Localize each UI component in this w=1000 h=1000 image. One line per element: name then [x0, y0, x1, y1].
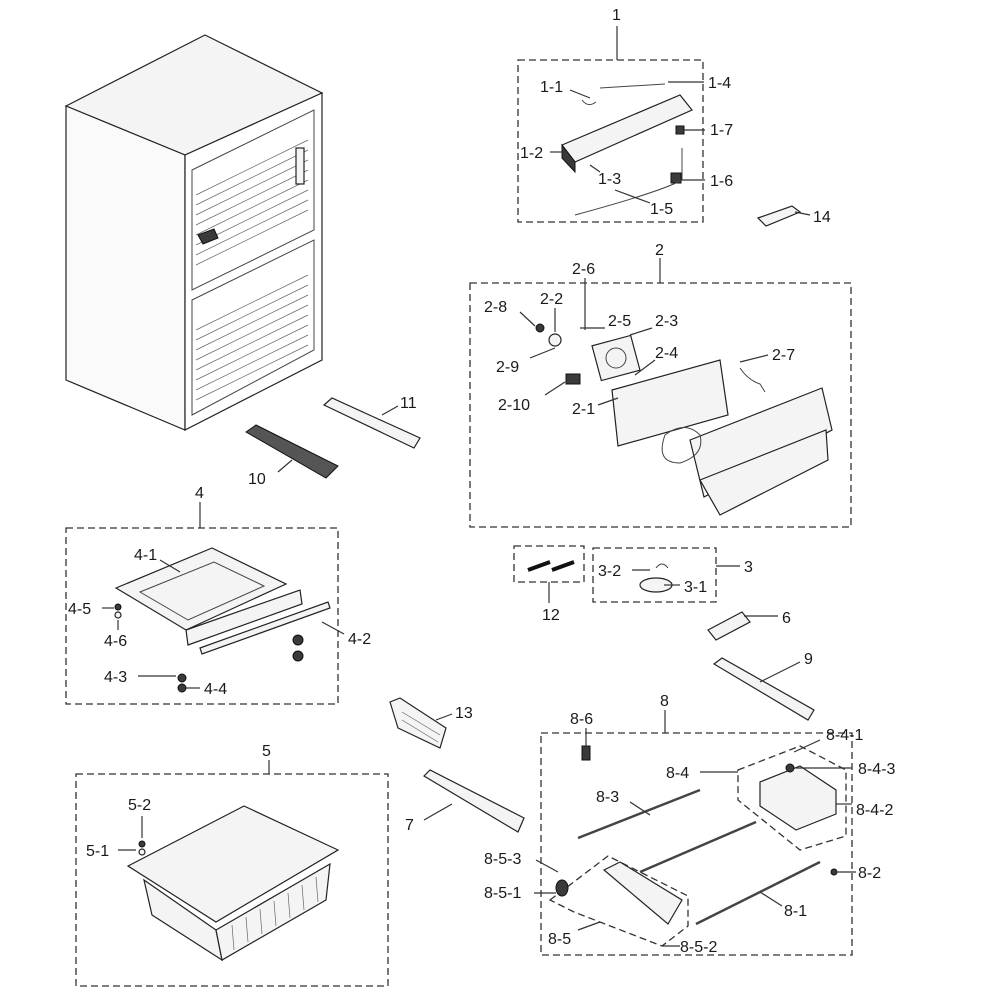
part-9: 9	[712, 651, 815, 721]
label-2-7: 2-7	[772, 347, 795, 364]
label-8-5-2: 8-5-2	[680, 939, 717, 956]
label-3: 3	[744, 559, 753, 576]
label-4: 4	[195, 485, 204, 502]
label-9: 9	[804, 651, 813, 668]
label-1-2: 1-2	[520, 145, 543, 162]
label-8-6: 8-6	[570, 711, 593, 728]
label-2-6: 2-6	[572, 261, 595, 278]
assembly-2: 2 2-8 2-2 2-6 2-5 2-3 2-9 2-4 2-7 2-10 2…	[469, 242, 852, 528]
label-1: 1	[612, 7, 621, 24]
part-6: 6	[707, 610, 791, 641]
label-12: 12	[542, 607, 560, 624]
label-3-1: 3-1	[684, 579, 707, 596]
label-8-5-1: 8-5-1	[484, 885, 521, 902]
part-11: 11	[322, 395, 421, 449]
assembly-5: 5 5-2 5-1	[75, 743, 389, 987]
label-2-2: 2-2	[540, 291, 563, 308]
label-8-5-3: 8-5-3	[484, 851, 521, 868]
label-2-8: 2-8	[484, 299, 507, 316]
label-8-5: 8-5	[548, 931, 571, 948]
label-2: 2	[655, 242, 664, 259]
label-6: 6	[782, 610, 791, 627]
refrigerator-cabinet	[64, 34, 324, 431]
label-7: 7	[405, 817, 414, 834]
label-13: 13	[455, 705, 473, 722]
part-10: 10	[245, 424, 339, 488]
label-2-4: 2-4	[655, 345, 678, 362]
label-8: 8	[660, 693, 669, 710]
label-4-1: 4-1	[134, 547, 157, 564]
label-10: 10	[248, 471, 266, 488]
label-1-7: 1-7	[710, 122, 733, 139]
label-5-2: 5-2	[128, 797, 151, 814]
label-3-2: 3-2	[598, 563, 621, 580]
label-2-1: 2-1	[572, 401, 595, 418]
label-4-6: 4-6	[104, 633, 127, 650]
assembly-4: 4 4-1 4-2 4-5 4-6 4-3 4-4	[65, 485, 371, 705]
label-2-9: 2-9	[496, 359, 519, 376]
label-1-1: 1-1	[540, 79, 563, 96]
label-4-3: 4-3	[104, 669, 127, 686]
label-14: 14	[813, 209, 831, 226]
label-2-3: 2-3	[655, 313, 678, 330]
label-4-2: 4-2	[348, 631, 371, 648]
label-4-5: 4-5	[68, 601, 91, 618]
label-8-4-2: 8-4-2	[856, 802, 893, 819]
label-2-5: 2-5	[608, 313, 631, 330]
label-8-2: 8-2	[858, 865, 881, 882]
label-1-6: 1-6	[710, 173, 733, 190]
label-8-1: 8-1	[784, 903, 807, 920]
label-8-4-3: 8-4-3	[858, 761, 895, 778]
assembly-8: 8 8-6 8-4-1 8-4 8-4-3 8-4-2 8-3 8-5-3 8-…	[484, 693, 895, 956]
label-2-10: 2-10	[498, 397, 530, 414]
part-7: 7	[405, 769, 525, 834]
label-1-5: 1-5	[650, 201, 673, 218]
label-1-3: 1-3	[598, 171, 621, 188]
label-5-1: 5-1	[86, 843, 109, 860]
assembly-3: 3 3-2 3-1	[592, 547, 753, 603]
label-4-4: 4-4	[204, 681, 227, 698]
assembly-12: 12	[513, 545, 585, 624]
label-11: 11	[400, 395, 417, 412]
part-14: 14	[756, 205, 831, 227]
label-8-4-1: 8-4-1	[826, 727, 863, 744]
label-5: 5	[262, 743, 271, 760]
label-8-3: 8-3	[596, 789, 619, 806]
label-8-4: 8-4	[666, 765, 689, 782]
assembly-1: 1 1-1 1-4 1-2 1-3 1-7 1-6 1-5	[517, 7, 733, 223]
part-13: 13	[389, 697, 473, 749]
label-1-4: 1-4	[708, 75, 731, 92]
